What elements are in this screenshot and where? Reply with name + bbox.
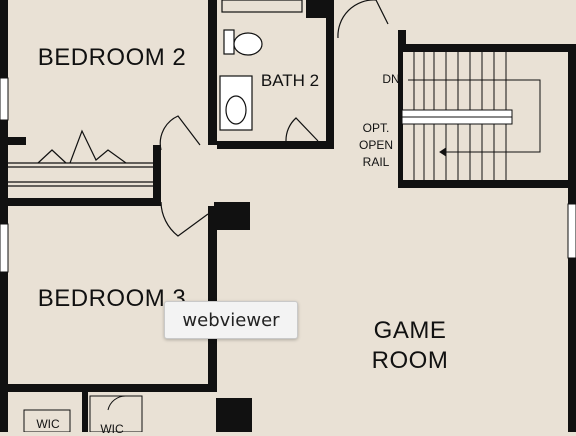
room-label-bath2: BATH 2 — [260, 71, 320, 90]
bath-right-wall — [326, 0, 334, 145]
bed2-bottom-wall-left — [8, 137, 26, 145]
bed3-top-wall — [8, 198, 161, 206]
stair-top-wall — [398, 30, 406, 52]
opt-rail-label-line1: OPT. — [362, 121, 390, 135]
bed2-closet — [8, 129, 153, 187]
bed3-right-wall — [208, 206, 217, 392]
stair-bottom-wall — [398, 180, 576, 188]
bath-fixtures — [219, 0, 303, 131]
hall-left-wall — [153, 145, 161, 202]
stair-top-wall-h — [398, 44, 576, 52]
wic-divider-wall — [82, 392, 88, 432]
bottom-column — [216, 398, 252, 432]
hall-column — [214, 202, 250, 230]
staircase — [401, 52, 541, 180]
bath-corner-block — [306, 0, 332, 18]
left-exterior-wall — [0, 0, 8, 432]
doors — [159, 0, 389, 237]
wic-left-label: WIC — [36, 417, 60, 431]
bed3-bottom-wall — [8, 384, 216, 392]
stair-dn-label: DN — [382, 72, 400, 86]
opt-rail-label-line2: OPEN — [358, 138, 393, 152]
bed2-bath-wall — [208, 0, 217, 145]
bath-bottom-wall — [217, 141, 334, 149]
wic-areas — [23, 395, 143, 432]
room-label-game-line1: GAME — [373, 317, 447, 344]
window-game-room — [567, 203, 576, 259]
stair-left-wall — [398, 44, 403, 188]
opt-rail-label-line3: RAIL — [362, 155, 390, 169]
room-label-bedroom2: BEDROOM 2 — [37, 44, 187, 71]
webviewer-tooltip: webviewer — [164, 301, 298, 339]
window-bed3 — [0, 223, 9, 273]
room-label-bedroom3: BEDROOM 3 — [37, 285, 187, 312]
wic-right-label: WIC — [100, 422, 124, 436]
room-label-game-line2: ROOM — [371, 347, 449, 374]
window-bed2 — [0, 77, 9, 121]
